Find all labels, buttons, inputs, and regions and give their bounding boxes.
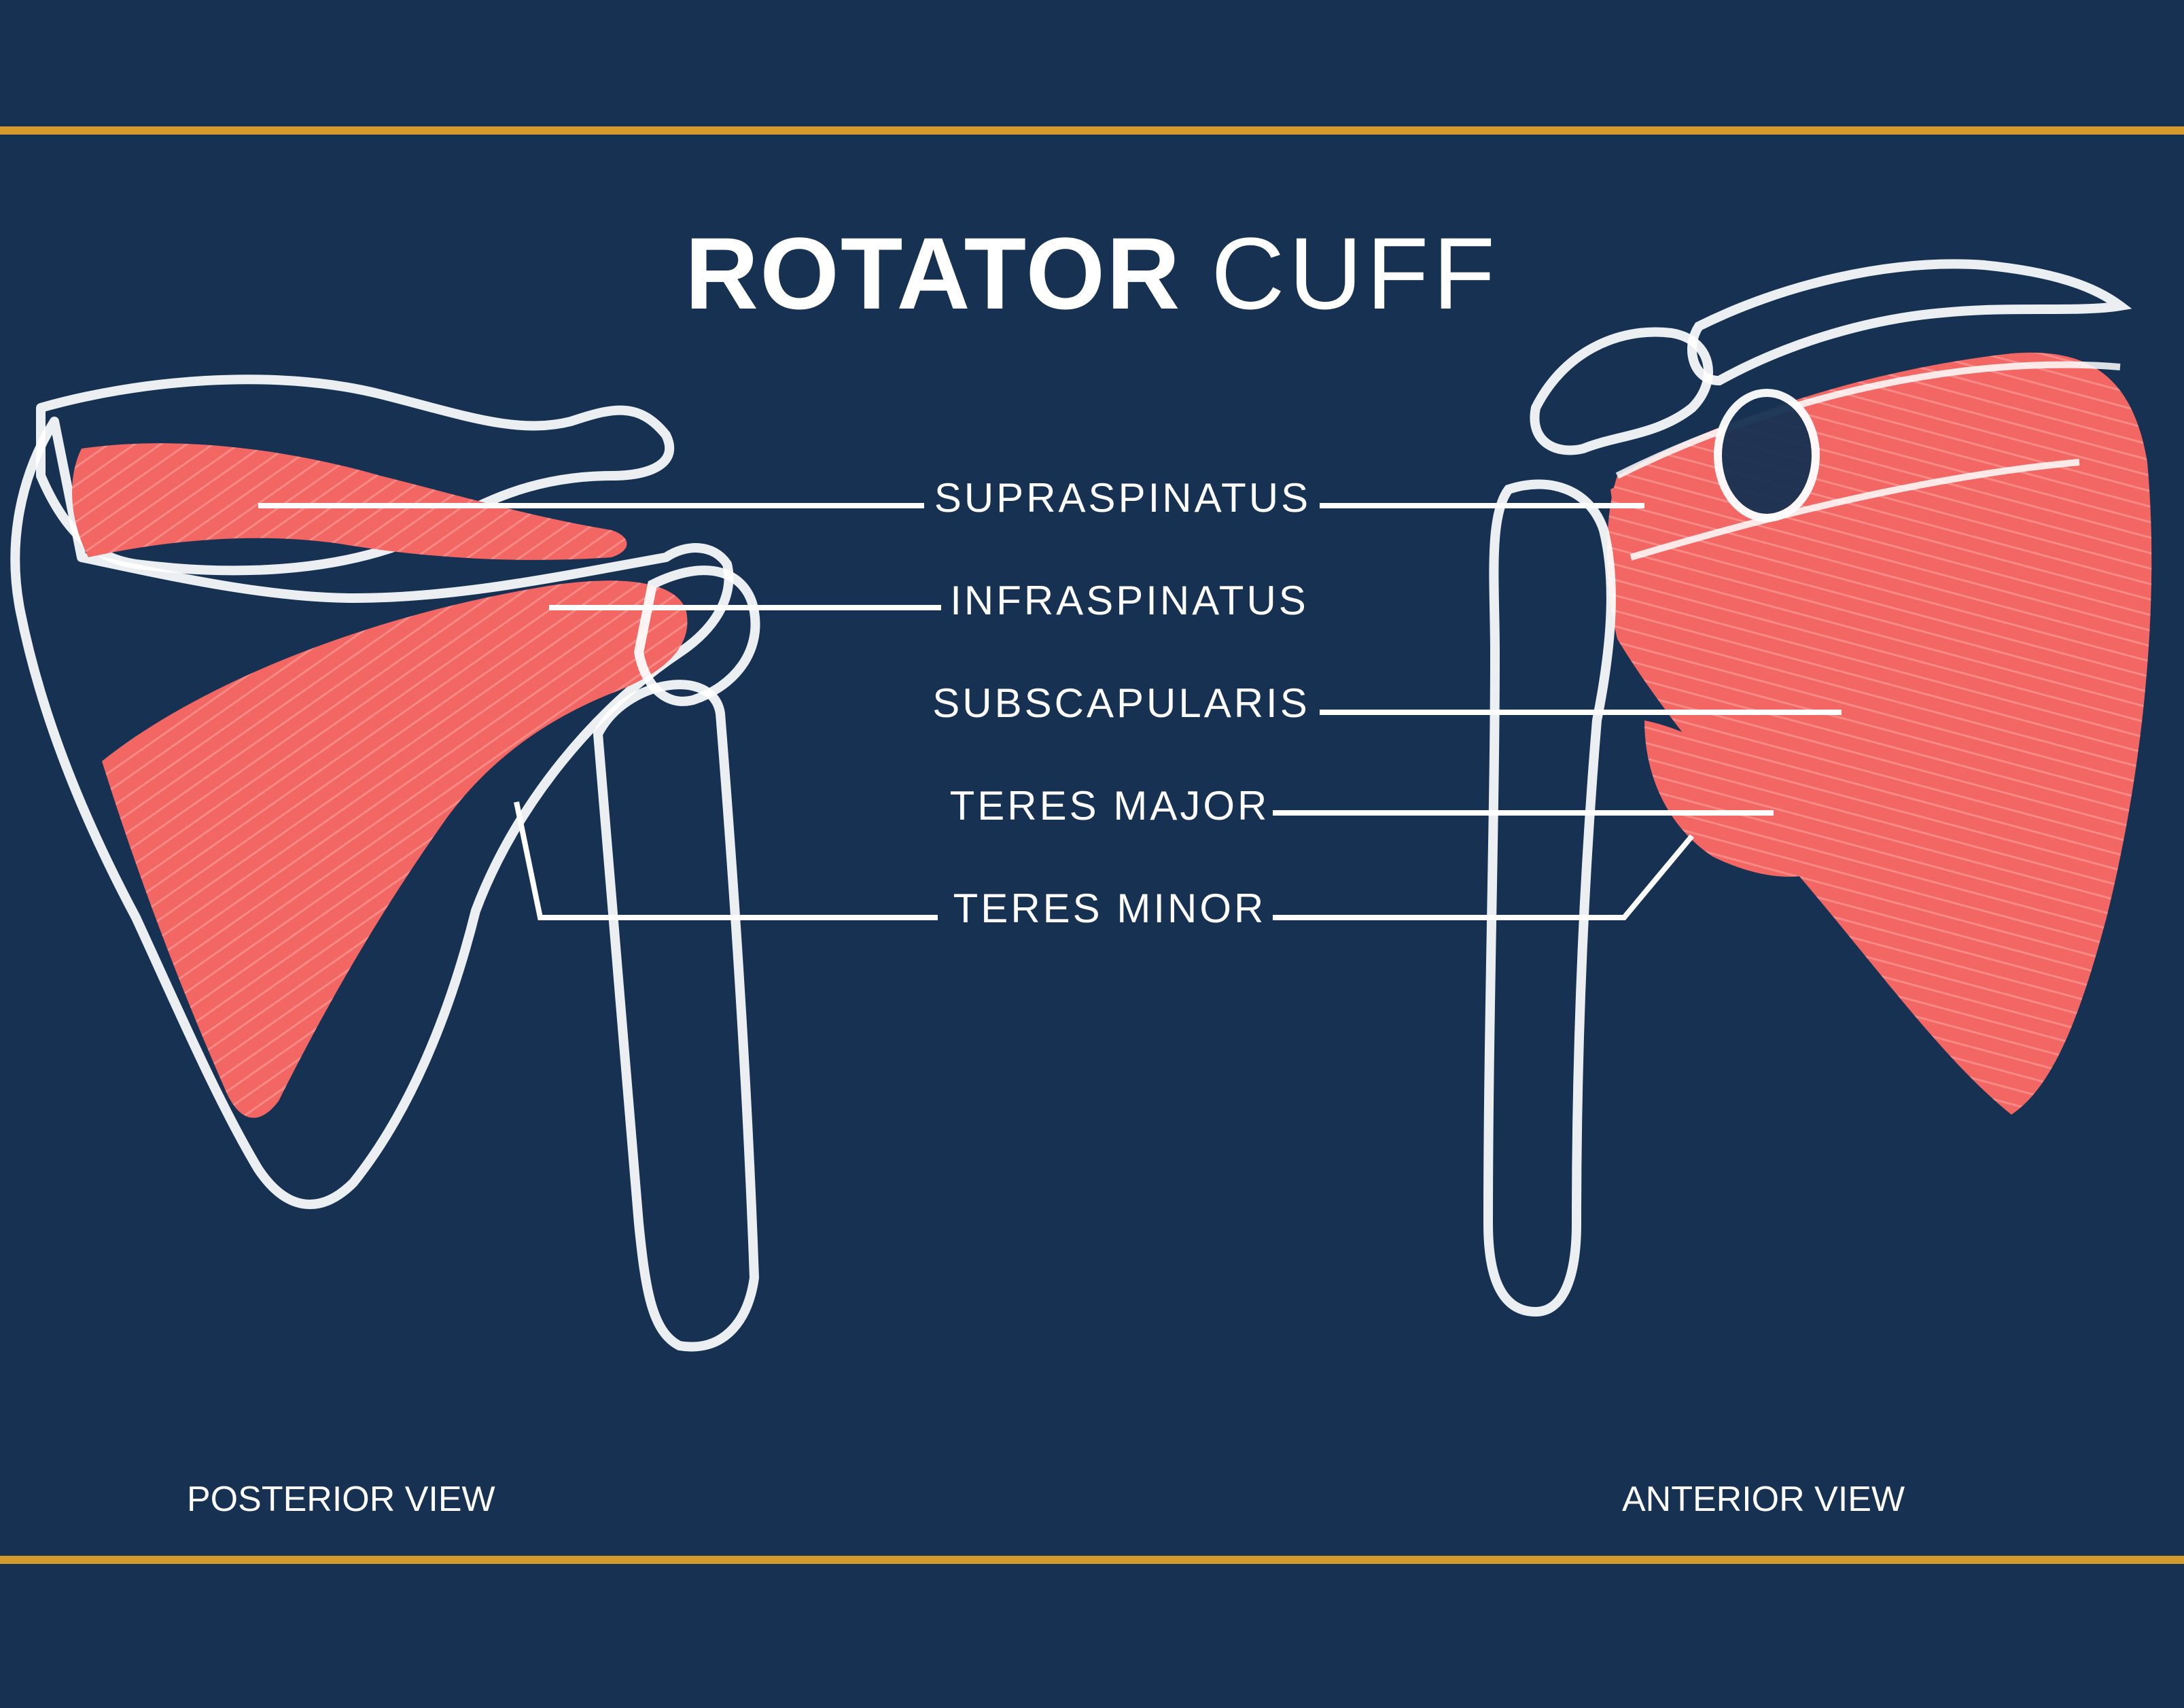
anterior-humerus: [1488, 485, 1611, 1312]
label-subscapularis: SUBSCAPULARIS: [932, 680, 1310, 727]
posterior-supraspinatus-muscle: [72, 443, 627, 560]
anterior-coracoid-process: [1718, 393, 1816, 518]
posterior-view-caption: POSTERIOR VIEW: [187, 1479, 495, 1520]
label-teres-major: TERES MAJOR: [950, 782, 1270, 830]
anterior-view-drawing: [1488, 264, 2151, 1312]
posterior-view-drawing: [15, 379, 755, 1346]
label-supraspinatus: SUPRASPINATUS: [934, 474, 1311, 522]
posterior-humerus-shaft: [598, 684, 754, 1346]
leader-teres-minor-right: [1273, 836, 1692, 918]
label-infraspinatus: INFRASPINATUS: [950, 577, 1309, 625]
anterior-view-caption: ANTERIOR VIEW: [1622, 1479, 1905, 1520]
anterior-acromion: [1534, 332, 1708, 450]
label-teres-minor: TERES MINOR: [953, 885, 1267, 933]
